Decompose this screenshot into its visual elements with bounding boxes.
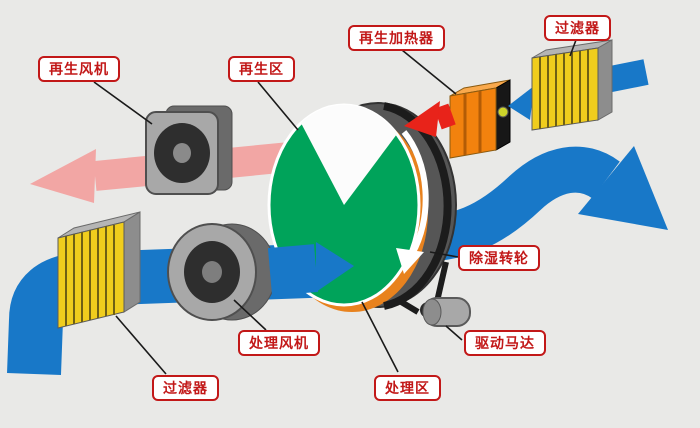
heater-elements [463, 91, 482, 155]
filter-bottom-left [57, 211, 141, 329]
fan-hub [202, 261, 222, 283]
filter-top-right [531, 39, 613, 131]
label-regeneration-fan: 再生风机 [38, 56, 120, 82]
hot-air-arrow [404, 101, 456, 137]
process-air-arrowhead [316, 242, 354, 292]
filter-side-face [597, 39, 613, 121]
process-air-outlet-arrowhead [578, 146, 668, 230]
regeneration-fan [145, 105, 233, 195]
heater-indicator-light [497, 106, 509, 118]
filter-pleats [65, 225, 115, 326]
fan-hub [173, 143, 191, 163]
label-regeneration-zone: 再生区 [228, 56, 295, 82]
process-fan [167, 223, 277, 321]
regeneration-intake-duct [603, 59, 649, 93]
leader-lines [93, 39, 577, 375]
label-process-fan: 处理风机 [238, 330, 320, 356]
label-regeneration-heater: 再生加热器 [348, 25, 445, 51]
rotation-arrow [401, 130, 429, 256]
rotation-arrowhead [396, 248, 424, 274]
process-air-arrow [267, 242, 354, 296]
drive-motor [396, 261, 471, 327]
label-process-zone: 处理区 [374, 375, 441, 401]
label-desiccant-wheel: 除湿转轮 [458, 245, 540, 271]
label-drive-motor: 驱动马达 [464, 330, 546, 356]
label-filter-top: 过滤器 [544, 15, 611, 41]
regeneration-exhaust-arrowhead [30, 149, 96, 203]
hot-air-arrowhead [404, 101, 440, 137]
regeneration-air-arrowhead [508, 86, 534, 120]
filter-pleats [539, 49, 589, 129]
process-air-band [267, 244, 319, 296]
regeneration-sector [301, 104, 397, 205]
hot-air-band [434, 103, 456, 130]
motor-end-cap [422, 298, 442, 326]
heater-front-face [449, 87, 497, 159]
filter-side-face [123, 211, 141, 313]
label-filter-bottom: 过滤器 [152, 375, 219, 401]
regeneration-heater [449, 79, 511, 159]
